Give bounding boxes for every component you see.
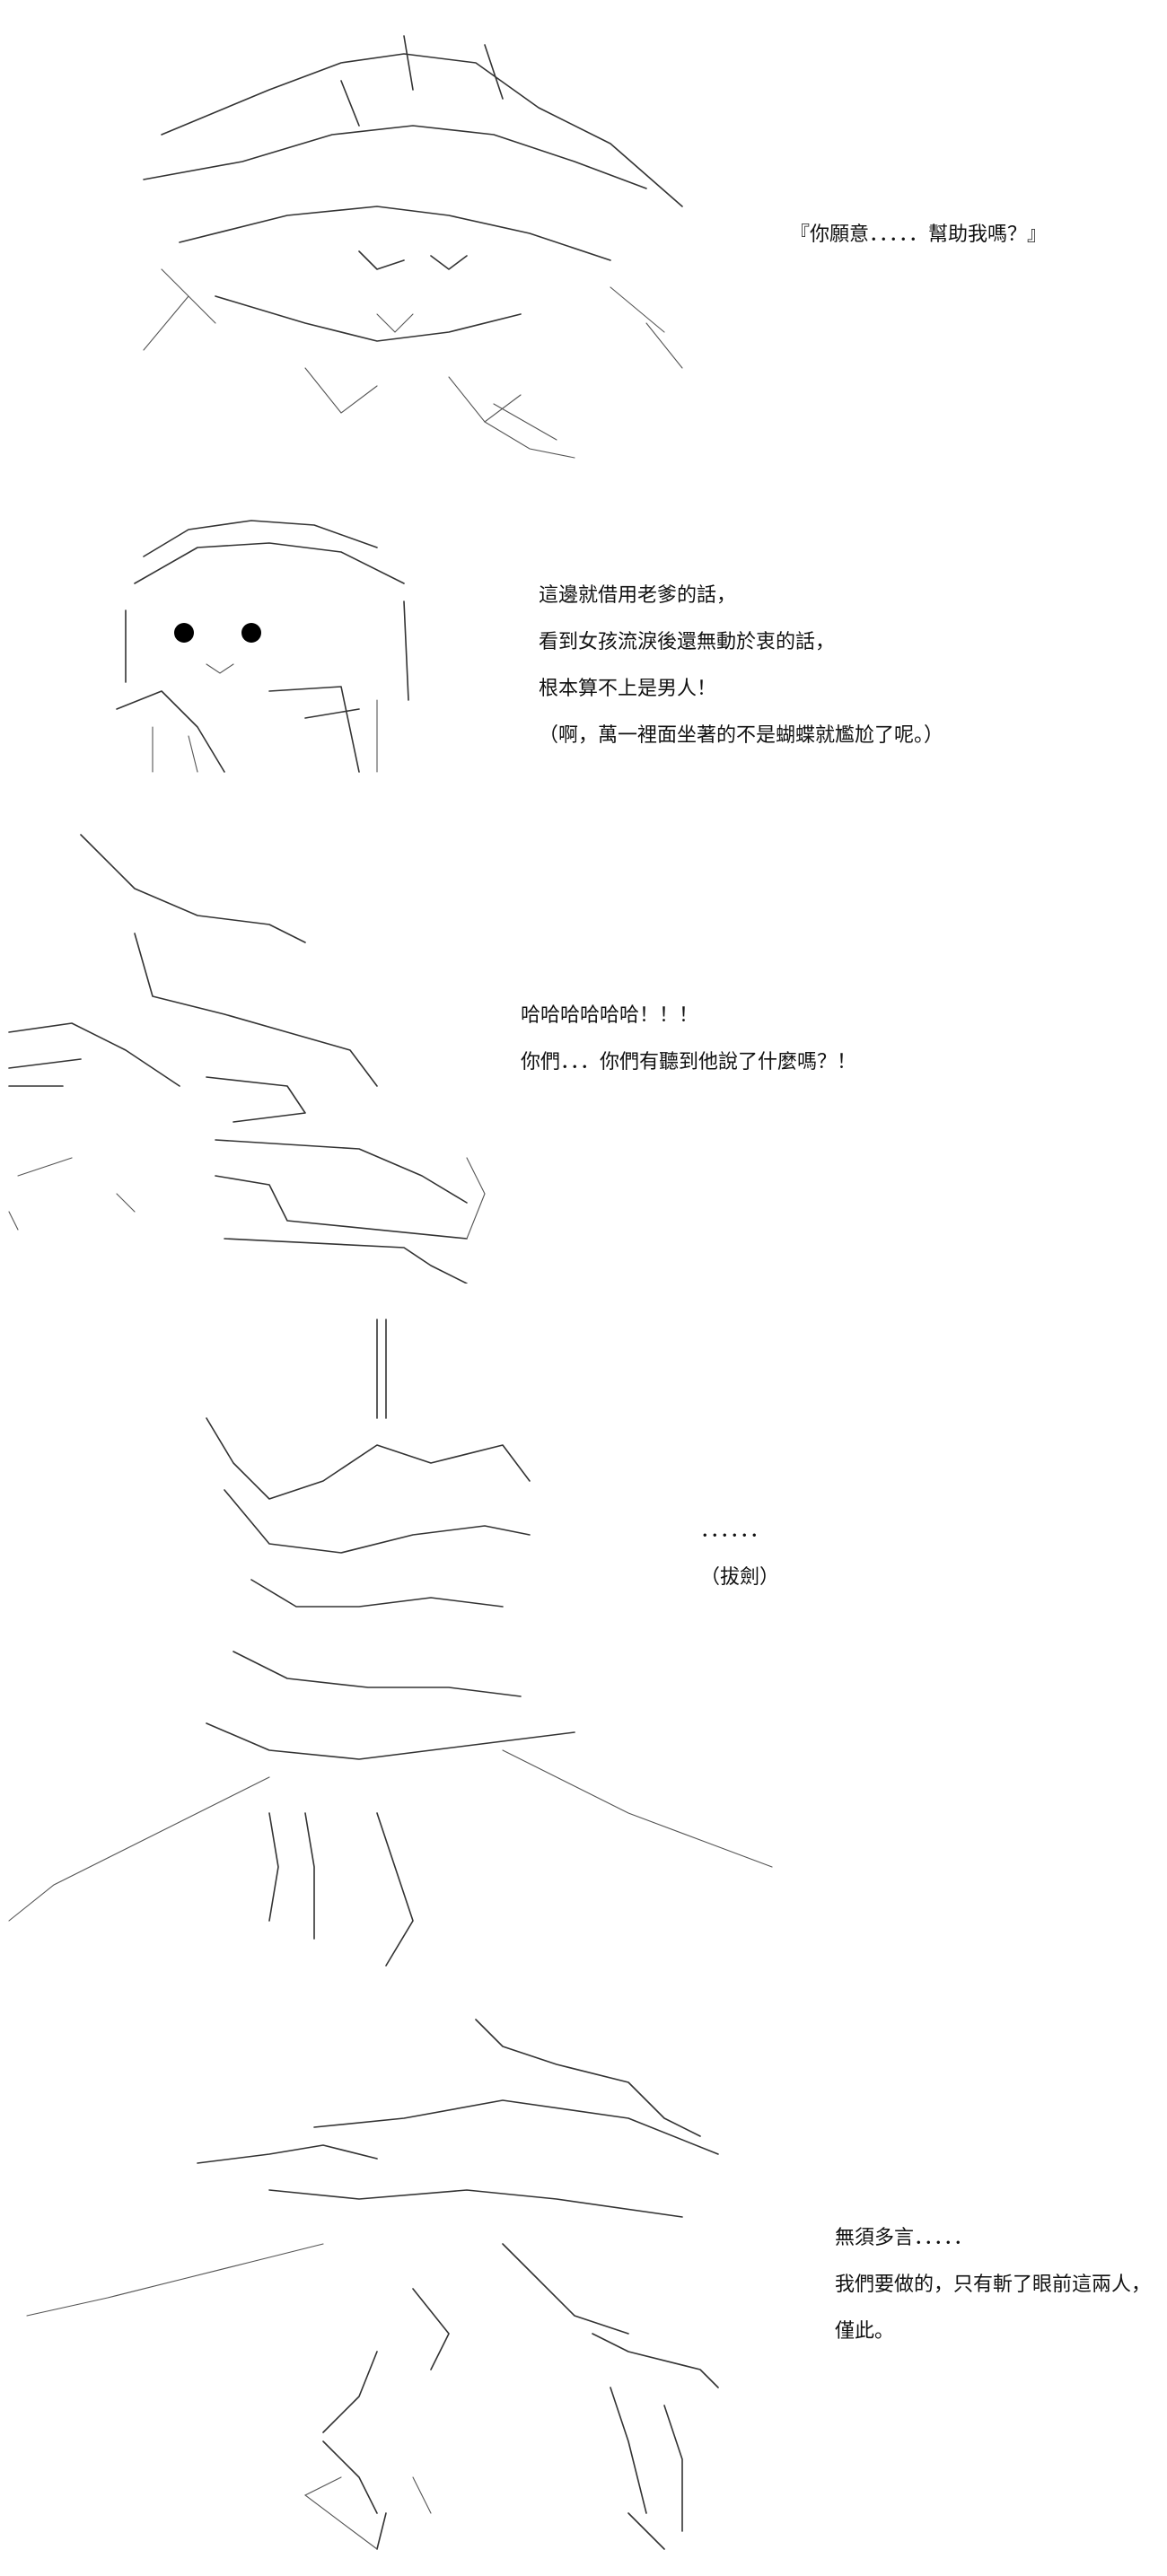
panel-3: 哈哈哈哈哈哈！！！ 你們．．．你們有聽到他說了什麼嗎？！ (0, 808, 1167, 1292)
robot-drawing-sword-sketch (8, 1319, 773, 1967)
cat-girl-face-ascii-art (108, 27, 718, 476)
panel-4-dialogue: ．．．．．． （拔劍） (700, 1508, 779, 1601)
cat-girl-face-sketch (143, 35, 683, 459)
dialogue-line: （拔劍） (700, 1566, 780, 1589)
panel-2-dialogue: 這邊就借用老爹的話， 看到女孩流淚後還無動於衷的話， 根本算不上是男人！ （啊，… (539, 573, 943, 759)
panel-2: 這邊就借用老爹的話， 看到女孩流淚後還無動於衷的話， 根本算不上是男人！ （啊，… (0, 503, 1167, 790)
dialogue-line: 『你願意．．．．．幫助我嗎？』 (790, 223, 1048, 246)
panel-1: 『你願意．．．．．幫助我嗎？』 (0, 0, 1167, 485)
dialogue-line: ．．．．．． (700, 1520, 770, 1542)
boy-face-ascii-art (90, 503, 431, 781)
dialogue-line: 我們要做的，只有斬了眼前這兩人， (835, 2274, 1152, 2296)
dialogue-line: 無須多言．．．．． (835, 2227, 974, 2249)
dialogue-line: 根本算不上是男人！ (539, 678, 717, 700)
dialogue-line: 這邊就借用老爹的話， (539, 584, 737, 607)
boy-face-sketch (116, 520, 409, 773)
robot-sword-pose-sketch (26, 2019, 719, 2550)
laughing-boy-ascii-art (0, 817, 503, 1284)
panel-5-dialogue: 無須多言．．．．． 我們要做的，只有斬了眼前這兩人， 僅此。 (835, 2215, 1151, 2355)
dialogue-line: 看到女孩流淚後還無動於衷的話， (539, 631, 836, 653)
robot-drawing-sword-ascii-art (0, 1310, 790, 1984)
dialogue-line: （啊，萬一裡面坐著的不是蝴蝶就尷尬了呢。） (539, 724, 944, 747)
panel-1-dialogue: 『你願意．．．．．幫助我嗎？』 (790, 212, 1047, 258)
panel-4: ．．．．．． （拔劍） (0, 1310, 1167, 1993)
panel-3-dialogue: 哈哈哈哈哈哈！！！ 你們．．．你們有聽到他說了什麼嗎？！ (521, 993, 856, 1086)
dialogue-line: 你們．．．你們有聽到他說了什麼嗎？！ (521, 1051, 857, 1073)
dialogue-line: 僅此。 (835, 2320, 895, 2343)
right-eye-icon (241, 623, 261, 643)
robot-sword-pose-ascii-art (0, 2011, 808, 2567)
left-eye-icon (174, 623, 194, 643)
dialogue-line: 哈哈哈哈哈哈！！！ (521, 1004, 699, 1027)
panel-5: 無須多言．．．．． 我們要做的，只有斬了眼前這兩人， 僅此。 (0, 2011, 1167, 2576)
laughing-boy-sketch (8, 834, 486, 1284)
